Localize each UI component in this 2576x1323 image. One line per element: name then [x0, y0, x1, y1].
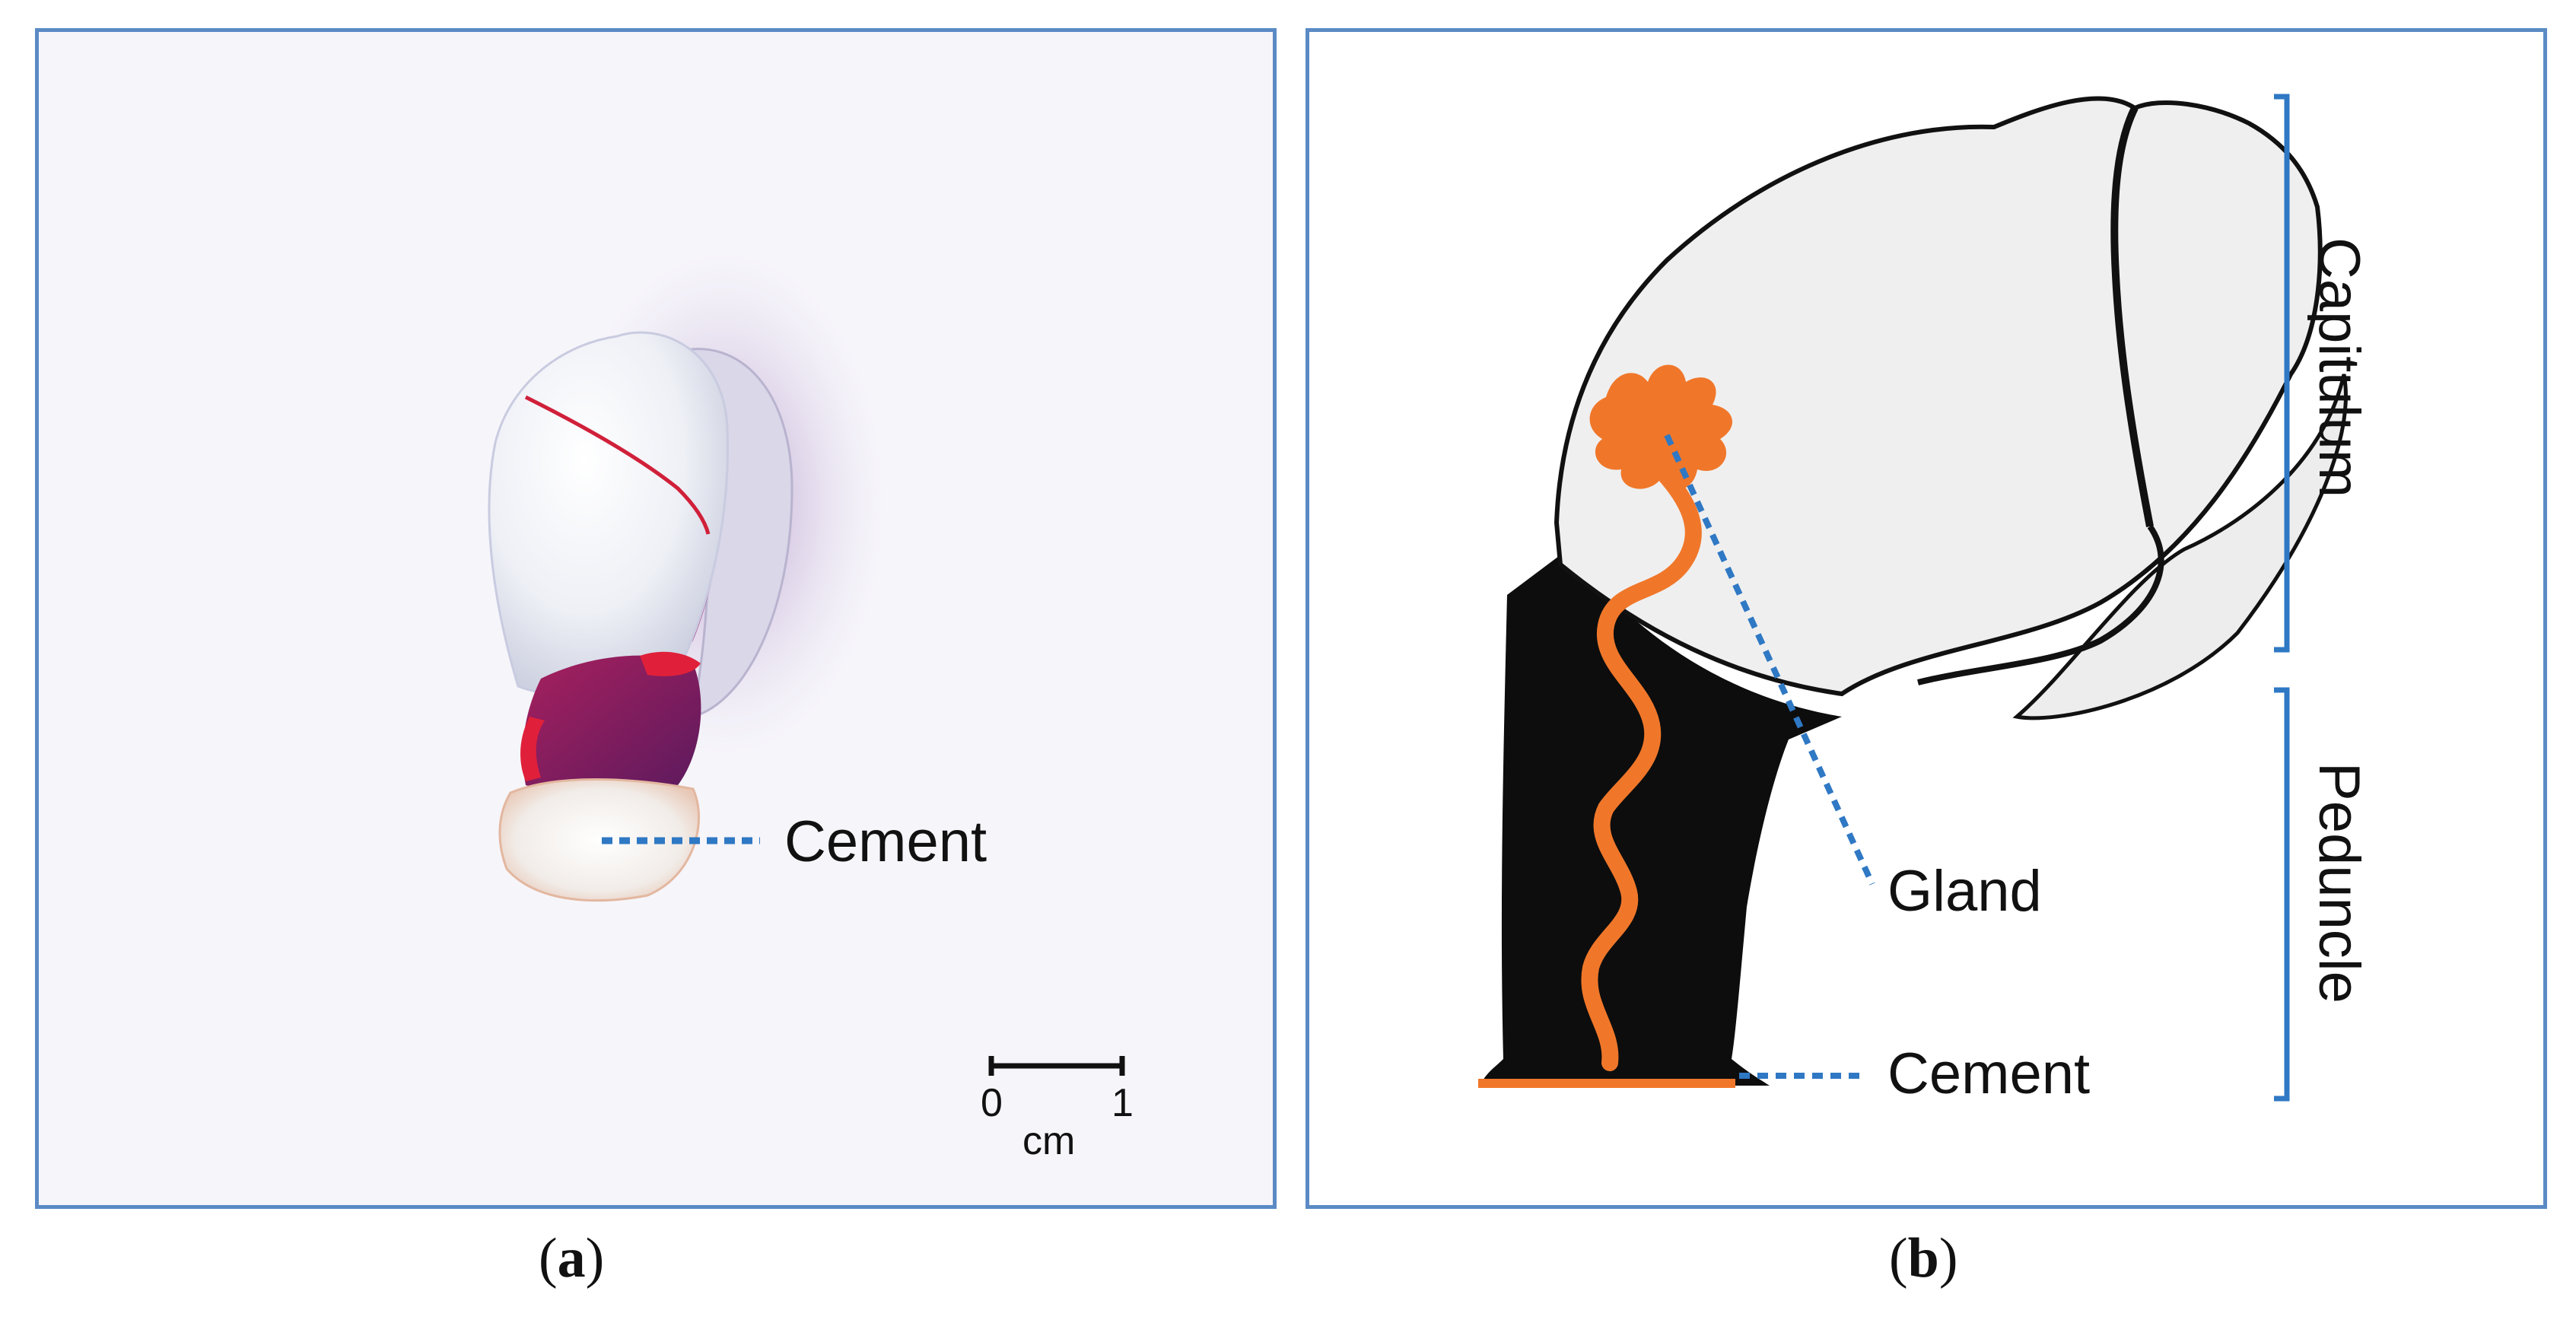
plate-suture-vertical: [2110, 106, 2154, 527]
peduncle-bracket: [2274, 687, 2290, 1102]
suture-line: [524, 395, 711, 535]
plate-suture-lower: [1917, 524, 2164, 685]
capitulum-shell: [488, 331, 730, 698]
red-stain-left: [520, 717, 545, 781]
caption-b-open: (: [1889, 1227, 1908, 1290]
peduncle-label: Peduncle: [2307, 762, 2371, 1003]
scale-bar-unit: cm: [1022, 1119, 1075, 1163]
caption-b-letter: b: [1907, 1227, 1939, 1290]
gland-duct: [1581, 469, 1702, 1071]
panel-a-photo: Cement 0 1 cm: [35, 28, 1277, 1209]
caption-a-open: (: [539, 1227, 558, 1290]
scale-bar: 0 1 cm: [981, 1056, 1134, 1163]
scale-bar-end: 1: [1111, 1081, 1134, 1125]
capitulum-bracket: [2274, 94, 2290, 653]
gland-body: [1589, 364, 1733, 490]
rear-plate: [2012, 374, 2348, 720]
gland-leader: [1664, 434, 1875, 886]
red-stain-rim: [640, 651, 701, 676]
capitulum: [1554, 96, 2323, 697]
capitulum-label: Capitulum: [2307, 237, 2371, 498]
scale-bar-start: 0: [981, 1081, 1003, 1125]
caption-a-close: ): [585, 1227, 605, 1290]
caption-a: (a): [539, 1226, 604, 1291]
barnacle-photo: Cement 0 1 cm: [488, 253, 1134, 1163]
cement-base-photo: [498, 778, 700, 902]
caption-a-letter: a: [557, 1227, 586, 1290]
caption-b-close: ): [1938, 1227, 1958, 1290]
cement-label-a: Cement: [784, 809, 987, 874]
barnacle-diagram: Gland Cement Capitulum Peduncle: [1478, 94, 2371, 1106]
cement-label-b: Cement: [1887, 1042, 2090, 1106]
peduncle: [1480, 549, 1842, 1086]
gland-label: Gland: [1887, 859, 2042, 924]
panel-b-diagram: Gland Cement Capitulum Peduncle: [1305, 28, 2547, 1209]
stained-peduncle: [523, 655, 701, 797]
caption-b: (b): [1889, 1226, 1957, 1291]
